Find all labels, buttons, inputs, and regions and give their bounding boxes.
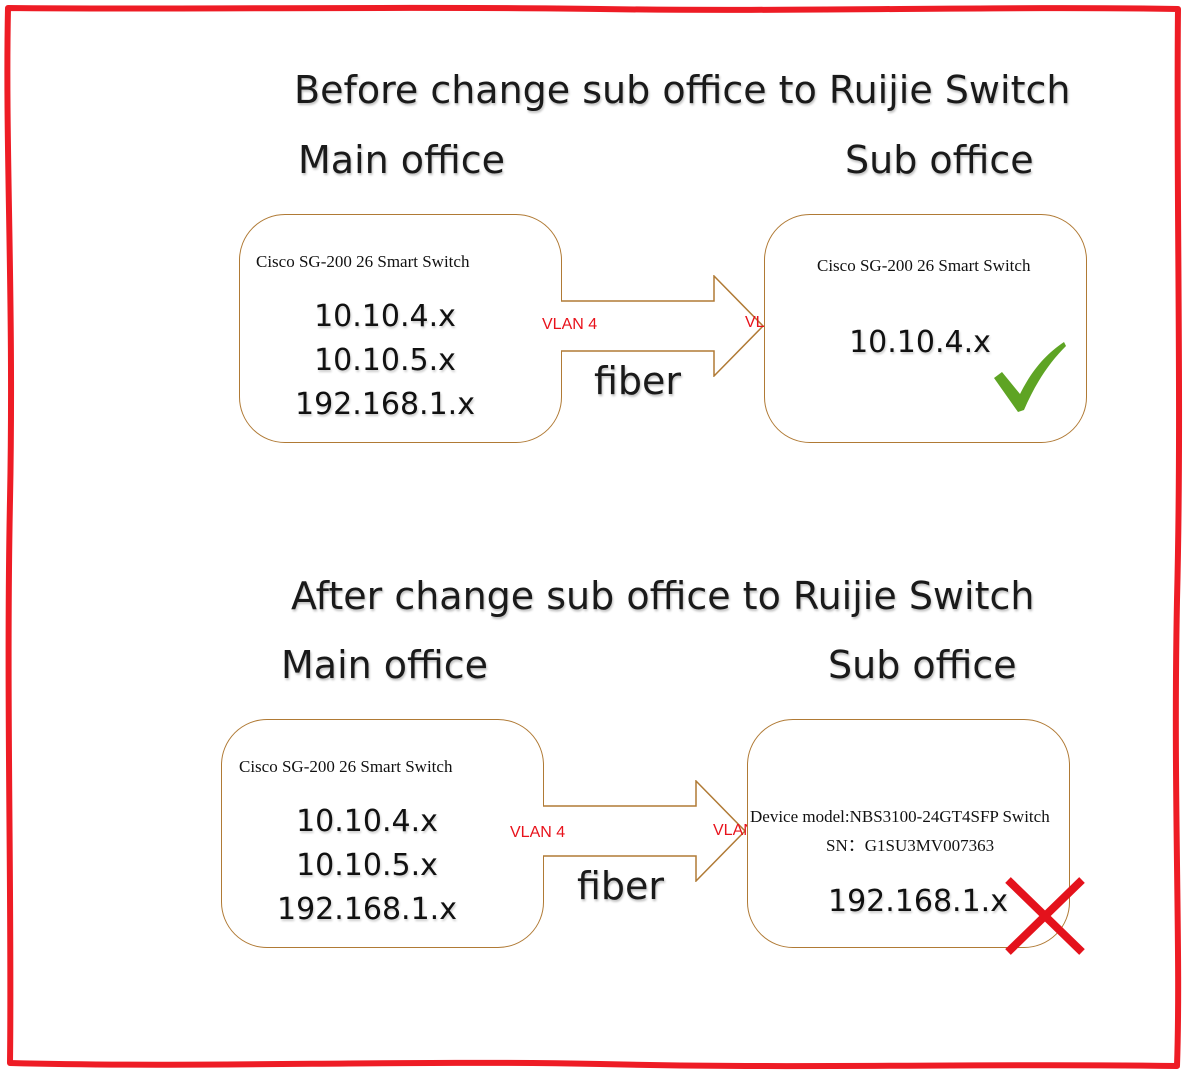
before-main-ip-3: 192.168.1.x [295, 387, 475, 422]
check-icon [994, 342, 1066, 412]
after-sub-serial-number: SN：G1SU3MV007363 [826, 836, 995, 855]
before-sub-switch-model: Cisco SG-200 26 Smart Switch [817, 256, 1031, 275]
after-main-office-label: Main office [281, 643, 489, 687]
before-title: Before change sub office to Ruijie Switc… [294, 68, 1071, 112]
before-sub-switch-box: Cisco SG-200 26 Smart Switch 10.10.4.x [764, 214, 1087, 443]
before-sub-ip: 10.10.4.x [849, 325, 991, 360]
before-main-ip-1: 10.10.4.x [314, 299, 456, 334]
before-main-ip-2: 10.10.5.x [314, 343, 456, 378]
before-link-arrow [561, 275, 765, 377]
after-vlan-left: VLAN 4 [510, 824, 566, 841]
after-sub-device-model: Device model:NBS3100-24GT4SFP Switch [750, 807, 1050, 826]
before-sub-office-label: Sub office [845, 138, 1034, 182]
before-main-switch-box: Cisco SG-200 26 Smart Switch 10.10.4.x 1… [239, 214, 562, 443]
after-title: After change sub office to Ruijie Switch [291, 574, 1035, 618]
after-main-switch-box: Cisco SG-200 26 Smart Switch 10.10.4.x 1… [221, 719, 544, 948]
before-main-switch-model: Cisco SG-200 26 Smart Switch [256, 252, 470, 271]
before-vlan-left: VLAN 4 [542, 316, 598, 333]
after-sub-switch-box [747, 719, 1070, 948]
cross-icon [1005, 877, 1085, 955]
after-main-switch-model: Cisco SG-200 26 Smart Switch [239, 757, 453, 776]
after-sub-office-label: Sub office [828, 643, 1017, 687]
after-main-ip-1: 10.10.4.x [296, 804, 438, 839]
after-main-ip-2: 10.10.5.x [296, 848, 438, 883]
before-fiber-label: fiber [594, 359, 682, 403]
after-link-arrow [543, 780, 747, 882]
before-main-office-label: Main office [298, 138, 506, 182]
after-fiber-label: fiber [577, 864, 665, 908]
after-main-ip-3: 192.168.1.x [277, 892, 457, 927]
after-sub-ip: 192.168.1.x [828, 884, 1008, 919]
